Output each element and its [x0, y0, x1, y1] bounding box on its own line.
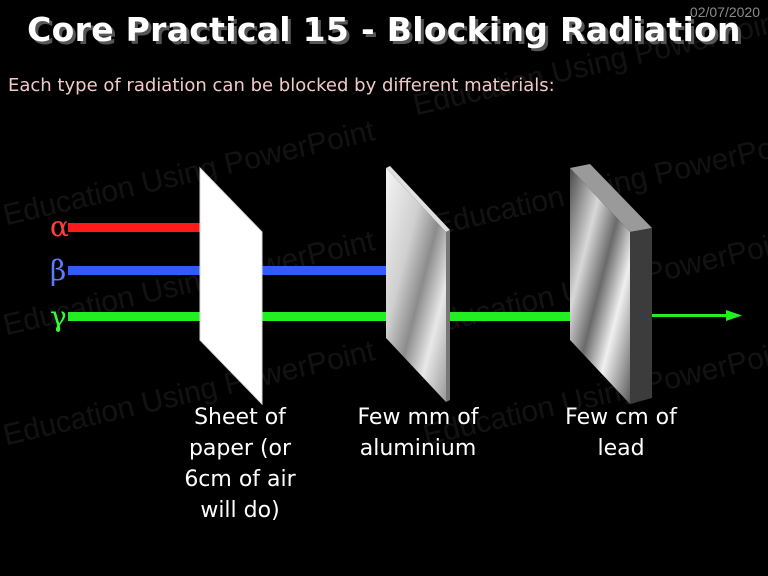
alpha-symbol: α — [50, 210, 69, 243]
aluminium-label: Few mm of aluminium — [343, 402, 493, 464]
aluminium-label-line: aluminium — [359, 436, 477, 461]
aluminium-sheet — [386, 166, 450, 402]
lead-label-line: Few cm of — [565, 405, 677, 430]
lead-label: Few cm of lead — [546, 402, 696, 464]
paper-sheet — [199, 166, 263, 406]
paper-label-line: will do) — [200, 498, 280, 523]
paper-label-line: paper (or — [188, 436, 292, 461]
paper-label-line: Sheet of — [194, 405, 286, 430]
slide-date: 02/07/2020 — [689, 4, 760, 20]
lead-label-line: lead — [597, 436, 645, 461]
slide-subtitle: Each type of radiation can be blocked by… — [8, 75, 555, 96]
aluminium-label-line: Few mm of — [357, 405, 479, 430]
beta-symbol: β — [50, 254, 67, 287]
slide-title: Core Practical 15 - Blocking Radiation — [27, 10, 741, 49]
gamma-symbol: γ — [50, 300, 67, 333]
lead-block — [570, 164, 652, 404]
paper-label: Sheet of paper (or 6cm of air will do) — [165, 402, 315, 526]
paper-label-line: 6cm of air — [184, 467, 296, 492]
